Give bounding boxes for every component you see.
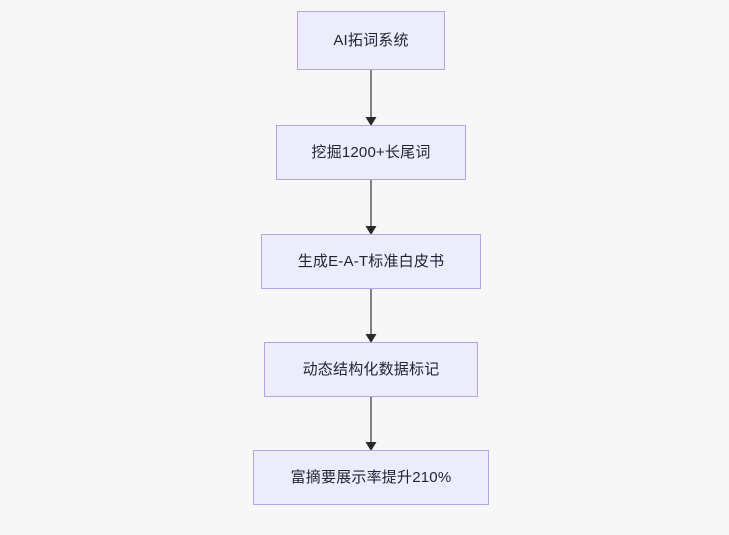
flowchart-node-label: 富摘要展示率提升210% (290, 468, 452, 486)
flowchart-node-label: AI拓词系统 (333, 31, 409, 49)
flowchart-node-generate-eat-whitepaper[interactable]: 生成E-A-T标准白皮书 (261, 234, 481, 289)
flowchart-node-label: 动态结构化数据标记 (302, 360, 440, 378)
flowchart-node-label: 生成E-A-T标准白皮书 (297, 252, 445, 270)
edge-n2-n3 (355, 180, 387, 236)
edge-n4-n5 (355, 397, 387, 452)
edge-n1-n2 (355, 70, 387, 127)
flowchart-node-dynamic-structured-data-markup[interactable]: 动态结构化数据标记 (264, 342, 478, 397)
flowchart-node-rich-snippet-impression-lift[interactable]: 富摘要展示率提升210% (253, 450, 489, 505)
flowchart-node-label: 挖掘1200+长尾词 (311, 143, 431, 161)
edge-n3-n4 (355, 289, 387, 344)
flowchart-node-ai-keyword-system[interactable]: AI拓词系统 (297, 11, 445, 70)
flowchart-node-mine-longtail-keywords[interactable]: 挖掘1200+长尾词 (276, 125, 466, 180)
